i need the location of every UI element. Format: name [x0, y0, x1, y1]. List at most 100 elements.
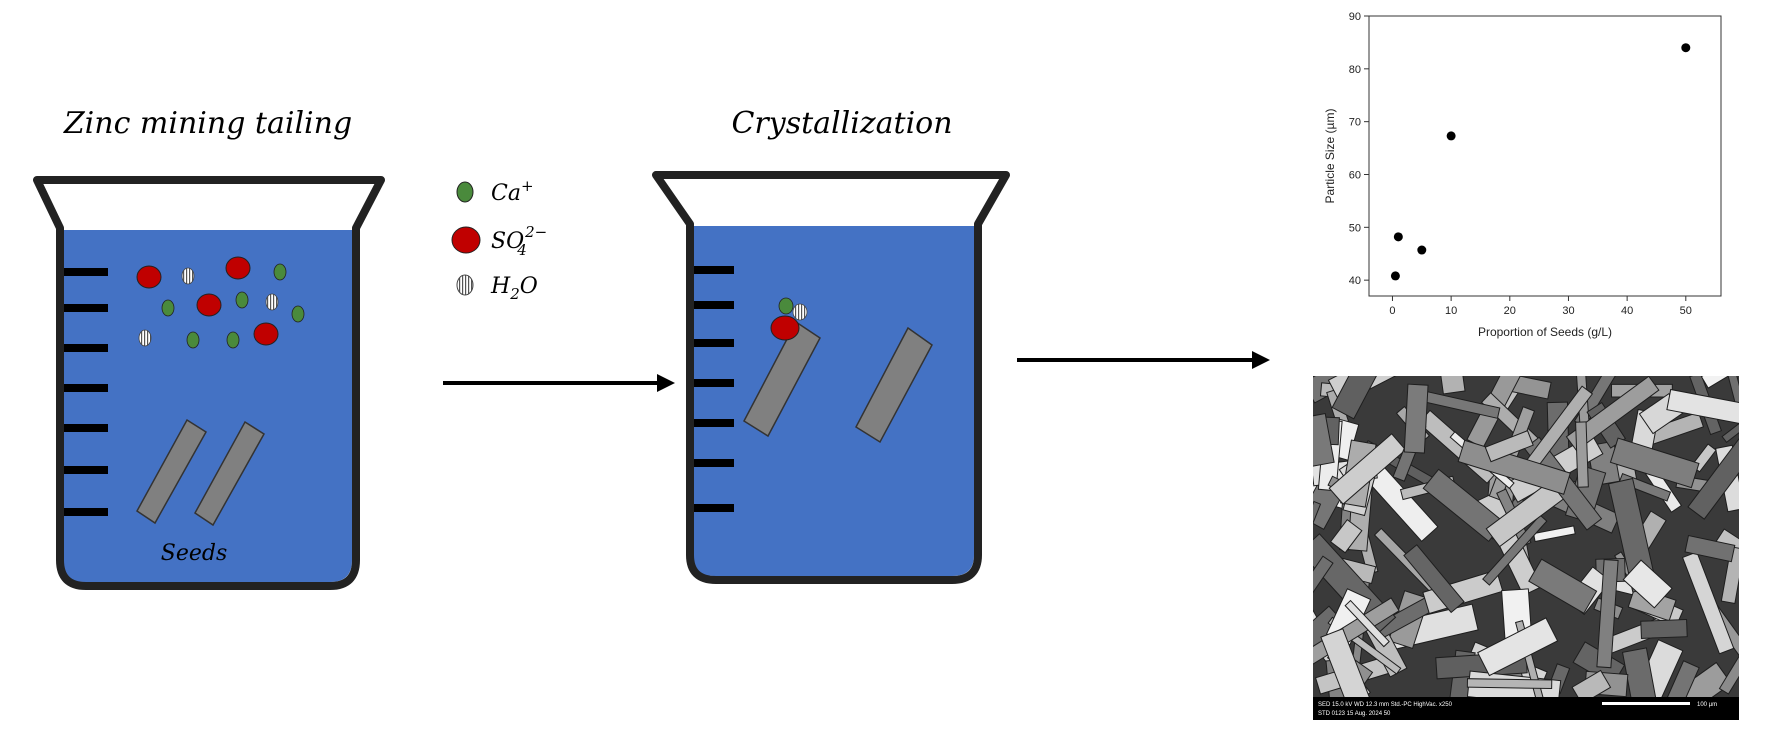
calcium-ion-icon	[273, 263, 287, 281]
x-tick-label: 0	[1389, 305, 1395, 317]
calcium-ion-icon	[456, 181, 474, 203]
beaker1-title: Zinc mining tailing	[63, 106, 352, 141]
sem-scale-bar	[1602, 702, 1690, 705]
beaker2-seeds	[743, 320, 933, 444]
data-point	[1681, 43, 1691, 53]
water-molecule-icon	[265, 293, 279, 311]
sem-crystal	[1532, 525, 1576, 543]
ion-legend: Ca+ SO2−4 H2O	[451, 177, 547, 303]
sem-crystal	[1622, 559, 1673, 609]
arrow-to-results	[1017, 351, 1270, 369]
water-molecule-icon	[181, 267, 195, 285]
sem-crystal	[1720, 376, 1739, 446]
sem-crystal	[1331, 376, 1398, 420]
y-tick-label: 40	[1349, 275, 1361, 287]
x-tick-label: 10	[1445, 305, 1457, 317]
sem-crystal-texture	[1313, 376, 1739, 720]
x-tick-label: 20	[1504, 305, 1516, 317]
sem-crystal	[1477, 617, 1559, 677]
sem-crystal	[1313, 500, 1322, 567]
sem-info-line2: STD 0123 15 Aug. 2024 50	[1318, 711, 1391, 717]
x-tick-label: 30	[1562, 305, 1574, 317]
sem-crystal	[1571, 669, 1612, 705]
legend-water-label: H2O	[490, 274, 538, 303]
seed-crystal	[743, 320, 821, 438]
legend-sulfate-label: SO2−4	[491, 223, 547, 259]
sem-micrograph: SED 15.0 kV WD 12.3 mm Std.-PC HighVac. …	[1313, 376, 1739, 720]
particle-size-scatter-chart: 40 50 60 70 80 90 0 10 20 30 40 50 Proportion of S…	[1323, 11, 1722, 339]
calcium-ion-icon	[161, 299, 175, 317]
sem-crystal	[1484, 430, 1534, 463]
beaker2-liquid	[692, 226, 974, 576]
sem-crystal	[1640, 618, 1688, 639]
x-axis-label: Proportion of Seeds (g/L)	[1478, 325, 1612, 339]
sem-crystal	[1575, 421, 1589, 488]
beaker2-graduations	[694, 266, 734, 512]
water-molecule-icon	[138, 329, 152, 347]
y-tick-label: 80	[1349, 64, 1361, 76]
beaker2-adsorbed-ions	[770, 297, 808, 341]
beaker-zinc-tailing: Zinc mining tailing	[33, 106, 385, 590]
y-axis: 40 50 60 70 80 90	[1349, 11, 1369, 287]
legend-calcium-label: Ca+	[491, 177, 534, 206]
sem-info-line1: SED 15.0 kV WD 12.3 mm Std.-PC HighVac. …	[1318, 702, 1453, 708]
y-tick-label: 50	[1349, 222, 1361, 234]
beaker1-ions	[136, 256, 305, 349]
beaker1-outline	[33, 176, 385, 590]
calcium-ion-icon	[778, 297, 794, 315]
calcium-ion-icon	[186, 331, 200, 349]
sem-crystal	[1457, 439, 1571, 495]
sem-crystal	[1438, 376, 1466, 395]
sem-crystal	[1681, 551, 1735, 655]
sem-crystal	[1482, 514, 1548, 586]
plot-frame	[1368, 15, 1722, 297]
sem-crystal	[1565, 376, 1660, 452]
sem-crystal	[1403, 544, 1465, 614]
sem-crystal	[1666, 388, 1739, 427]
water-molecule-icon	[456, 274, 474, 296]
seeds-label: Seeds	[161, 541, 227, 566]
sem-crystal	[1684, 534, 1736, 563]
sulfate-ion-icon	[136, 265, 162, 289]
sem-crystal	[1720, 546, 1739, 604]
x-tick-label: 50	[1680, 305, 1692, 317]
x-axis: 0 10 20 30 40 50	[1389, 296, 1692, 317]
x-tick-label: 40	[1621, 305, 1633, 317]
sem-crystal	[1721, 413, 1739, 444]
sem-crystal	[1329, 518, 1363, 554]
seed-crystal	[194, 420, 266, 527]
y-tick-label: 90	[1349, 11, 1361, 23]
y-axis-label: Particle Size (µm)	[1323, 109, 1337, 204]
sem-scale-label: 100 µm	[1697, 702, 1717, 708]
beaker-crystallization: Crystallization	[652, 106, 1010, 584]
data-point	[1446, 131, 1456, 141]
beaker2-outline	[652, 171, 1010, 584]
sulfate-ion-icon	[225, 256, 251, 280]
calcium-ion-icon	[291, 305, 305, 323]
seed-crystal	[136, 418, 208, 525]
sulfate-ion-icon	[196, 293, 222, 317]
data-point	[1393, 232, 1403, 242]
sem-crystal	[1466, 678, 1553, 690]
y-tick-label: 60	[1349, 169, 1361, 181]
seed-crystal	[855, 326, 933, 444]
sem-crystal	[1313, 555, 1334, 595]
sem-crystal	[1403, 383, 1429, 454]
sem-crystal	[1344, 599, 1390, 648]
arrow-to-crystallization	[443, 374, 675, 392]
sem-crystal	[1700, 376, 1739, 389]
sem-crystal	[1596, 559, 1619, 669]
water-molecule-icon	[792, 303, 808, 321]
sulfate-ion-icon	[770, 315, 800, 341]
sem-crystal	[1313, 412, 1335, 468]
data-point	[1390, 271, 1400, 281]
calcium-ion-icon	[235, 291, 249, 309]
sem-crystal	[1718, 648, 1739, 695]
sem-crystal	[1328, 433, 1407, 505]
data-points	[1390, 43, 1691, 281]
data-point	[1417, 245, 1427, 255]
sulfate-ion-icon	[451, 226, 481, 254]
y-tick-label: 70	[1349, 117, 1361, 129]
calcium-ion-icon	[226, 331, 240, 349]
